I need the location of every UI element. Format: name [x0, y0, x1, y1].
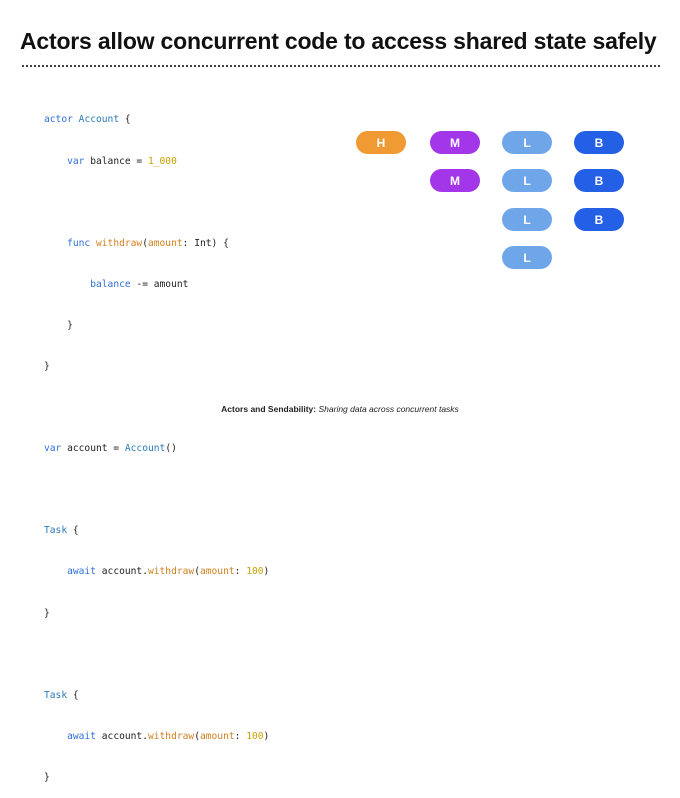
code-line-close-1: } [44, 607, 50, 619]
code-text: { [67, 525, 79, 537]
code-text: balance = [84, 155, 148, 167]
code-text: : [234, 730, 247, 742]
code-line-task-1: Task { [44, 524, 269, 538]
code-text: : Int) { [182, 237, 229, 249]
code-line-task-2: Task { [44, 689, 269, 703]
code-text: { [119, 114, 131, 126]
code-line-2: var balance = 1_000 [44, 155, 269, 169]
code-keyword: balance [90, 278, 131, 290]
code-line-await-1: await account.withdraw(amount: 100) [44, 565, 269, 579]
code-param: amount [147, 237, 183, 249]
code-line-7: } [44, 360, 50, 372]
priority-pill-high: H [356, 131, 406, 154]
code-line-6: } [44, 319, 73, 331]
code-line-5: balance -= amount [44, 278, 269, 292]
priority-pill-low: L [502, 208, 552, 231]
code-text: { [67, 689, 79, 701]
code-text: ) [263, 730, 270, 742]
code-line-close-2: } [44, 771, 50, 783]
code-block: actor Account { var balance = 1_000 func… [44, 86, 269, 798]
code-keyword: var [67, 155, 85, 167]
caption-italic: Sharing data across concurrent tasks [318, 404, 459, 414]
code-keyword: await [67, 566, 96, 578]
priority-pill-background: B [574, 169, 624, 192]
code-keyword: actor [44, 114, 73, 126]
code-function: withdraw [147, 730, 195, 742]
code-line-9: var account = Account() [44, 442, 269, 456]
code-line-1: actor Account { [44, 113, 269, 127]
slide-caption: Actors and Sendability: Sharing data acr… [0, 404, 680, 414]
priority-pill-background: B [574, 208, 624, 231]
code-text: ) [263, 566, 270, 578]
code-type: Task [44, 525, 68, 537]
code-type: Task [44, 689, 68, 701]
code-number: 1_000 [147, 155, 177, 167]
caption-bold: Actors and Sendability: [221, 404, 317, 414]
code-text: account. [96, 566, 148, 578]
code-text: account. [96, 730, 148, 742]
slide-title: Actors allow concurrent code to access s… [20, 28, 657, 54]
code-text: account = [61, 443, 125, 455]
code-keyword: var [44, 443, 62, 455]
code-type: Account [124, 443, 166, 455]
code-indent [44, 279, 90, 290]
priority-pill-background: B [574, 131, 624, 154]
code-line-blank [44, 648, 269, 662]
code-function: withdraw [147, 566, 195, 578]
code-number: 100 [246, 566, 264, 578]
code-text: -= amount [130, 278, 189, 290]
code-line-await-2: await account.withdraw(amount: 100) [44, 730, 269, 744]
code-type: Account [78, 114, 120, 126]
priority-pill-low: L [502, 169, 552, 192]
priority-pill-medium: M [430, 131, 480, 154]
code-function: withdraw [90, 237, 143, 249]
code-text: : [234, 566, 247, 578]
code-indent [44, 238, 67, 249]
priority-pill-low: L [502, 131, 552, 154]
code-param: amount [199, 730, 235, 742]
code-text: ( [142, 237, 148, 249]
code-keyword: await [67, 730, 96, 742]
code-line-blank [44, 483, 269, 497]
code-line-4: func withdraw(amount: Int) { [44, 237, 269, 251]
code-number: 100 [246, 730, 264, 742]
code-text: () [165, 443, 177, 455]
priority-pill-low: L [502, 246, 552, 269]
code-keyword: func [67, 237, 91, 249]
code-param: amount [199, 566, 235, 578]
dotted-divider [22, 65, 660, 67]
priority-pill-medium: M [430, 169, 480, 192]
code-indent [44, 156, 67, 167]
code-line-blank [44, 196, 269, 210]
